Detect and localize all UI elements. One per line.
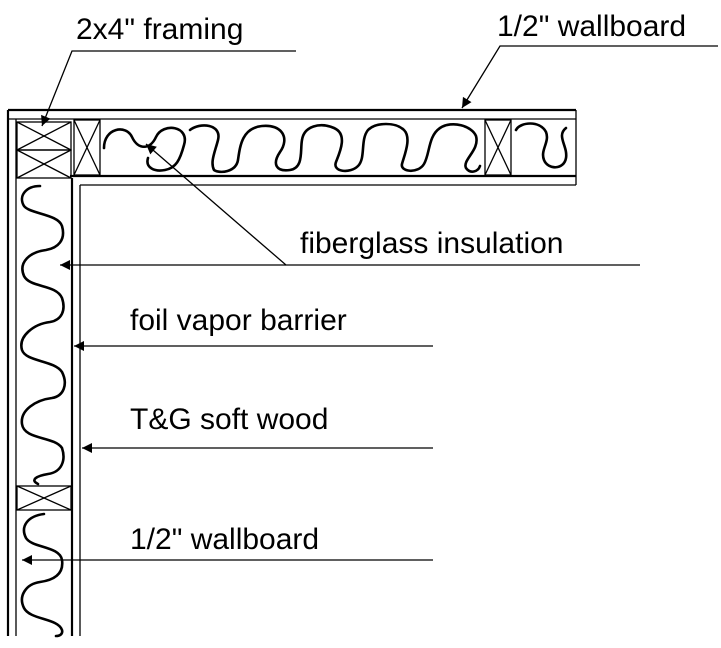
label-foil-vapor-barrier: foil vapor barrier: [130, 304, 347, 337]
label-framing: 2x4" framing: [76, 13, 243, 46]
label-tg-soft-wood: T&G soft wood: [130, 403, 328, 436]
ceiling-assembly: [8, 108, 577, 186]
ceiling-framing-block-left: [73, 119, 101, 176]
wall-insulation-wave-upper: [20, 184, 66, 486]
label-fiberglass-insulation: fiberglass insulation: [300, 227, 563, 260]
leader-wallboard-ceiling: [461, 45, 718, 109]
wall-framing-block-top-2: [16, 149, 72, 179]
wall-framing-block-top-1: [16, 121, 72, 151]
leader-lines: [22, 45, 718, 565]
label-wallboard-wall: 1/2" wallboard: [130, 523, 319, 556]
wall-assembly: [6, 110, 81, 638]
wall-framing-block-bottom: [16, 485, 72, 511]
ceiling-framing-block-right: [484, 119, 512, 176]
leader-framing: [41, 50, 296, 127]
label-wallboard-ceiling: 1/2" wallboard: [497, 10, 686, 43]
wall-insulation-wave-lower: [20, 512, 64, 638]
ceiling-insulation-wave: [102, 122, 568, 174]
